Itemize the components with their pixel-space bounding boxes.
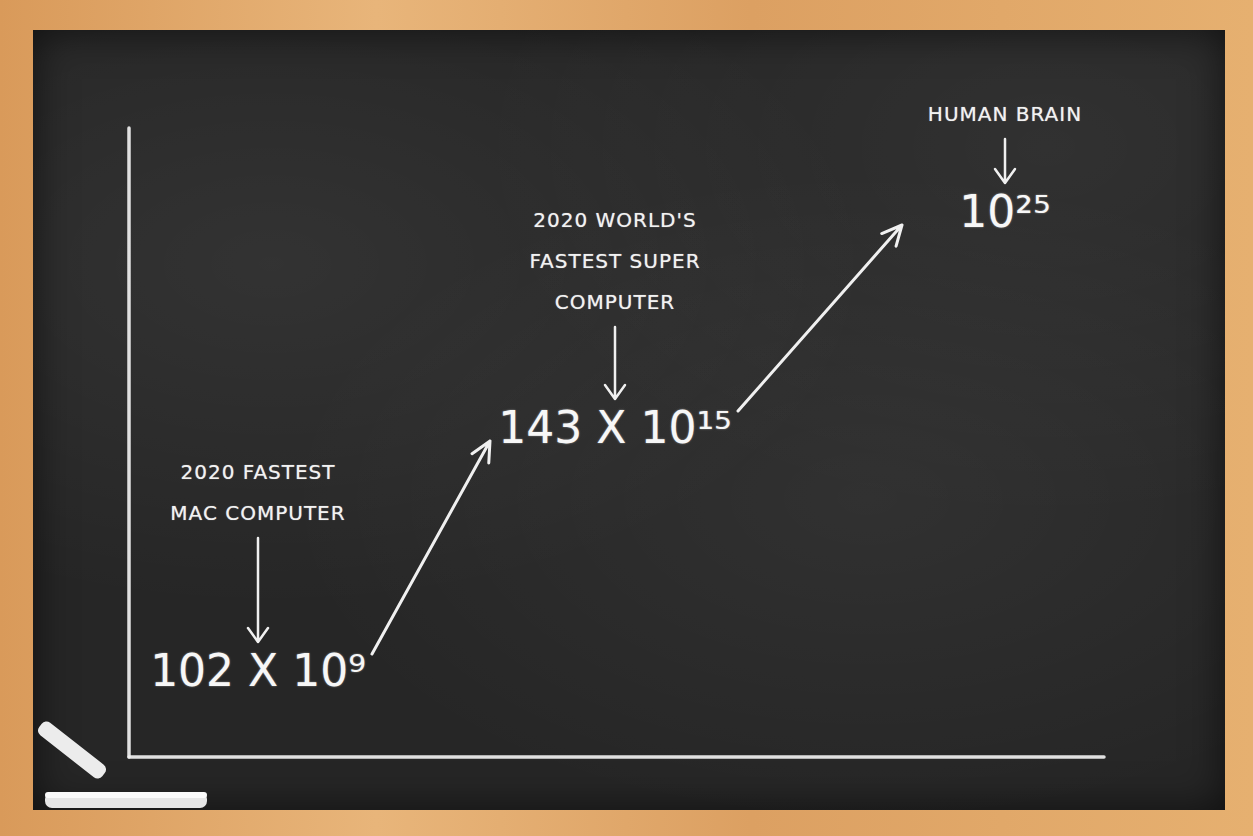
value-node: 2020 WORLD'S FASTEST SUPER COMPUTER 143 X… xyxy=(494,200,736,453)
y-axis xyxy=(127,128,131,757)
pointer-arrow xyxy=(990,135,1020,187)
pointer-stroke xyxy=(248,538,268,642)
pointer-arrow xyxy=(243,534,273,646)
node-value: 102 X 10⁹ xyxy=(150,646,366,696)
pointer-stroke xyxy=(605,327,625,399)
value-node: HUMAN BRAIN 10²⁵ xyxy=(906,94,1104,237)
node-heading: 2020 FASTEST MAC COMPUTER xyxy=(163,452,353,534)
value-node: 2020 FASTEST MAC COMPUTER 102 X 10⁹ xyxy=(146,452,370,696)
x-axis xyxy=(129,755,1104,759)
connector-line xyxy=(738,225,902,411)
pointer-arrow xyxy=(600,323,630,403)
connector-line xyxy=(372,441,490,654)
node-heading: HUMAN BRAIN xyxy=(910,94,1100,135)
node-value: 10²⁵ xyxy=(959,187,1050,237)
pointer-stroke xyxy=(995,139,1015,183)
connector-arrow xyxy=(738,225,902,411)
chalk-piece xyxy=(36,719,207,808)
node-heading: 2020 WORLD'S FASTEST SUPER COMPUTER xyxy=(513,200,718,323)
connector-arrow xyxy=(372,441,490,654)
node-value: 143 X 10¹⁵ xyxy=(498,403,731,453)
